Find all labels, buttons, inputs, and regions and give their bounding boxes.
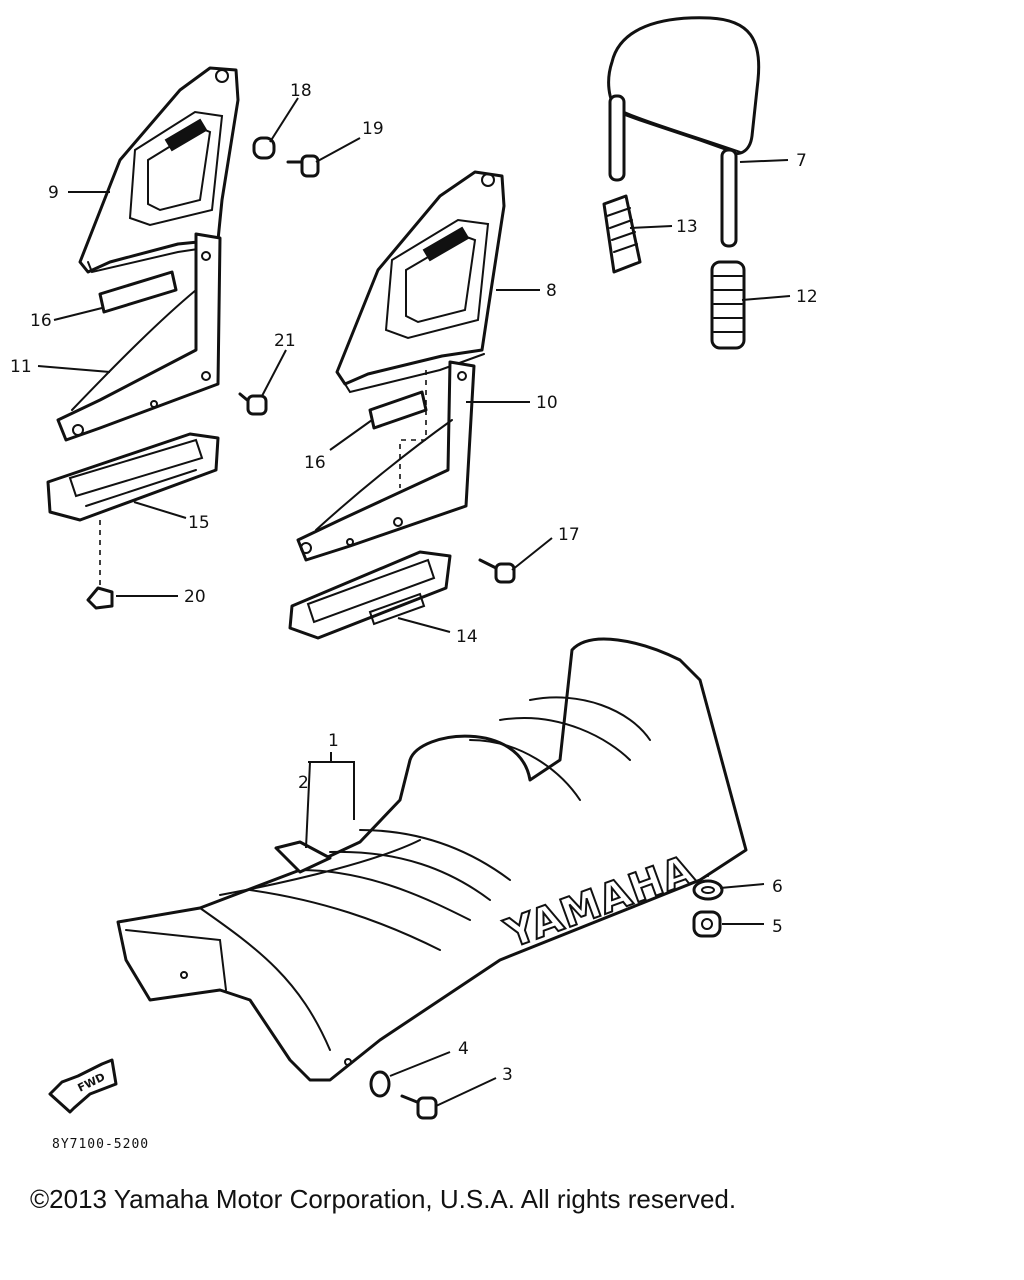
washer-6 [692, 879, 724, 901]
left-armrest-pad [46, 432, 220, 522]
callout-16-left: 16 [30, 311, 52, 331]
leader-lines [37, 97, 791, 1107]
callout-13: 13 [676, 217, 698, 237]
callout-7: 7 [796, 151, 807, 171]
rubber-boot-12 [710, 260, 746, 350]
callout-5: 5 [772, 917, 783, 937]
callout-19: 19 [362, 119, 384, 139]
callout-2: 2 [298, 773, 309, 793]
bolt-21 [238, 392, 268, 416]
callout-6: 6 [772, 877, 783, 897]
callout-17: 17 [558, 525, 580, 545]
washer-4 [369, 1070, 391, 1098]
seat-assembly: YAMAHA [116, 637, 748, 1082]
nut-5 [692, 910, 722, 938]
callout-8: 8 [546, 281, 557, 301]
right-bracket [296, 360, 476, 562]
callout-1: 1 [328, 731, 339, 751]
callout-3: 3 [502, 1065, 513, 1085]
callout-15: 15 [188, 513, 210, 533]
right-backrest-pad [335, 170, 506, 394]
callout-4: 4 [458, 1039, 469, 1059]
callout-21: 21 [274, 331, 296, 351]
rubber-boot-13 [602, 194, 642, 274]
callout-16-right: 16 [304, 453, 326, 473]
bolt-19 [286, 154, 320, 178]
bolt-3 [400, 1094, 438, 1120]
callout-10: 10 [536, 393, 558, 413]
callout-9: 9 [48, 183, 59, 203]
collar-18 [252, 136, 276, 160]
left-spacer-16 [98, 270, 178, 314]
callout-11: 11 [10, 357, 32, 377]
right-spacer-16 [368, 390, 428, 430]
bolt-17 [478, 558, 516, 584]
backrest-top-rail [607, 16, 761, 248]
right-armrest-pad [288, 550, 452, 640]
drawing-code: 8Y7100-5200 [52, 1137, 149, 1152]
nut-20 [86, 586, 114, 610]
callout-18: 18 [290, 81, 312, 101]
callout-12: 12 [796, 287, 818, 307]
callout-14: 14 [456, 627, 478, 647]
copyright-notice: ©2013 Yamaha Motor Corporation, U.S.A. A… [30, 1184, 737, 1214]
left-bracket [56, 232, 222, 442]
callout-20: 20 [184, 587, 206, 607]
parts-diagram: YAMAHA FWD 1 2 3 4 5 6 7 8 9 10 [10, 16, 818, 1152]
forward-arrow-icon: FWD [48, 1058, 118, 1114]
assembly-line-right [399, 370, 427, 488]
